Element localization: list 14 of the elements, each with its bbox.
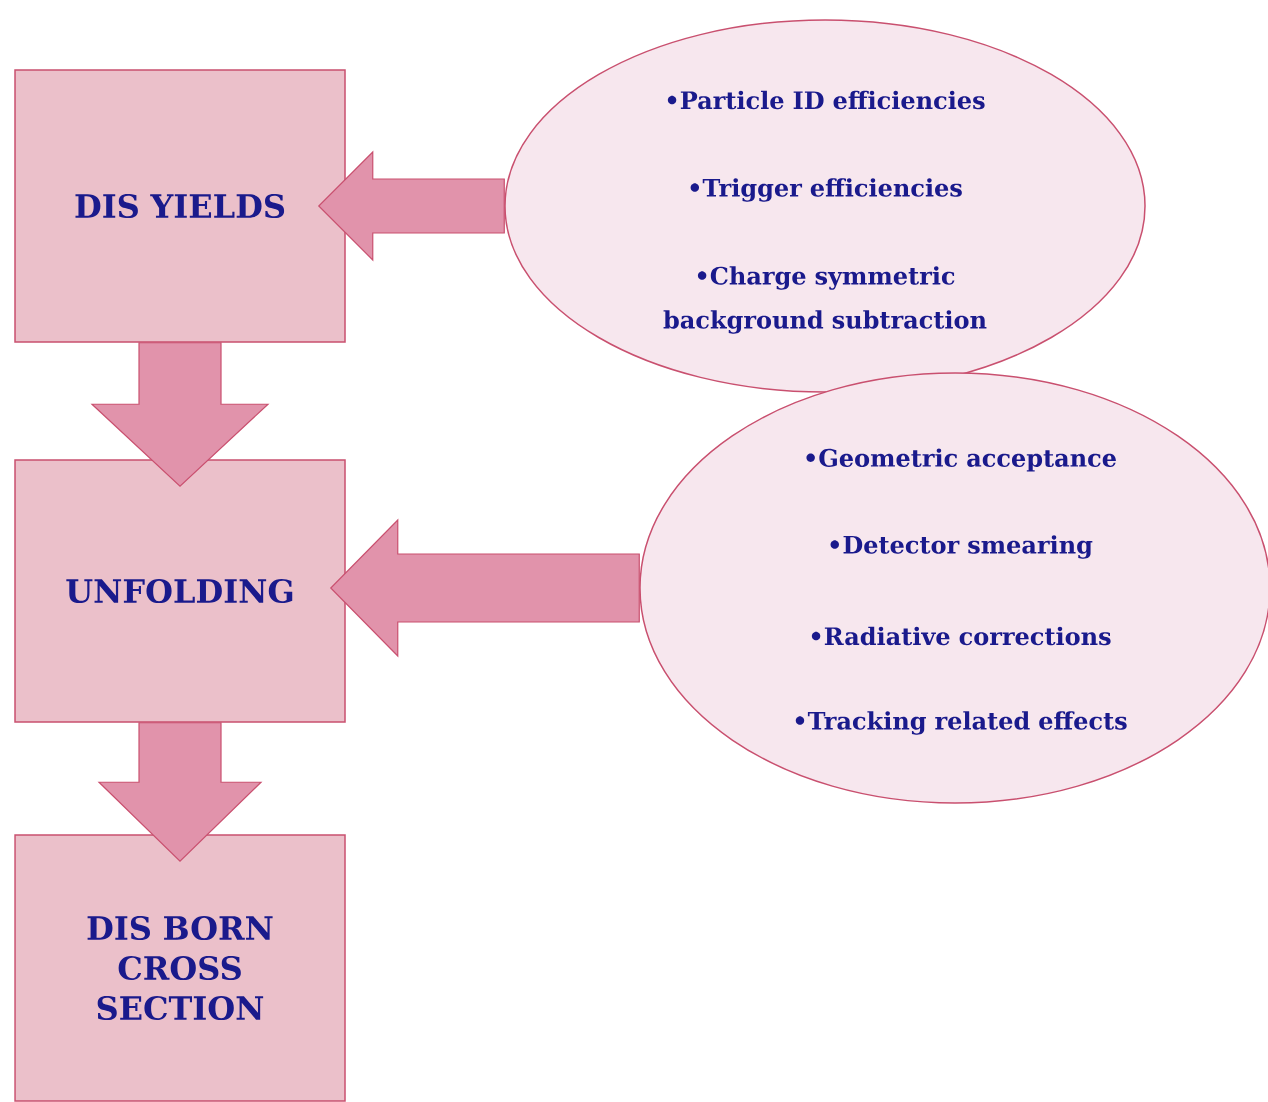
bullet-text: •Detector smearing [830, 535, 1093, 559]
process-box: DIS YIELDS [14, 69, 346, 343]
block-arrow [329, 518, 640, 658]
bullet-text: •Geometric acceptance [806, 448, 1116, 472]
block-arrow [97, 722, 263, 863]
block-arrow [317, 150, 505, 262]
bullet-text: •Radiative corrections [811, 626, 1111, 646]
bullet-text: •Particle ID efficiencies [667, 90, 985, 110]
process-box: DIS BORN CROSS SECTION [14, 834, 346, 1102]
bullet-text: •Charge symmetric background subtraction [663, 266, 987, 334]
block-arrow [90, 342, 270, 488]
process-box: UNFOLDING [14, 459, 346, 723]
bullet-text: •Trigger efficiencies [690, 178, 962, 202]
bullet-text: •Tracking related effects [795, 711, 1127, 735]
